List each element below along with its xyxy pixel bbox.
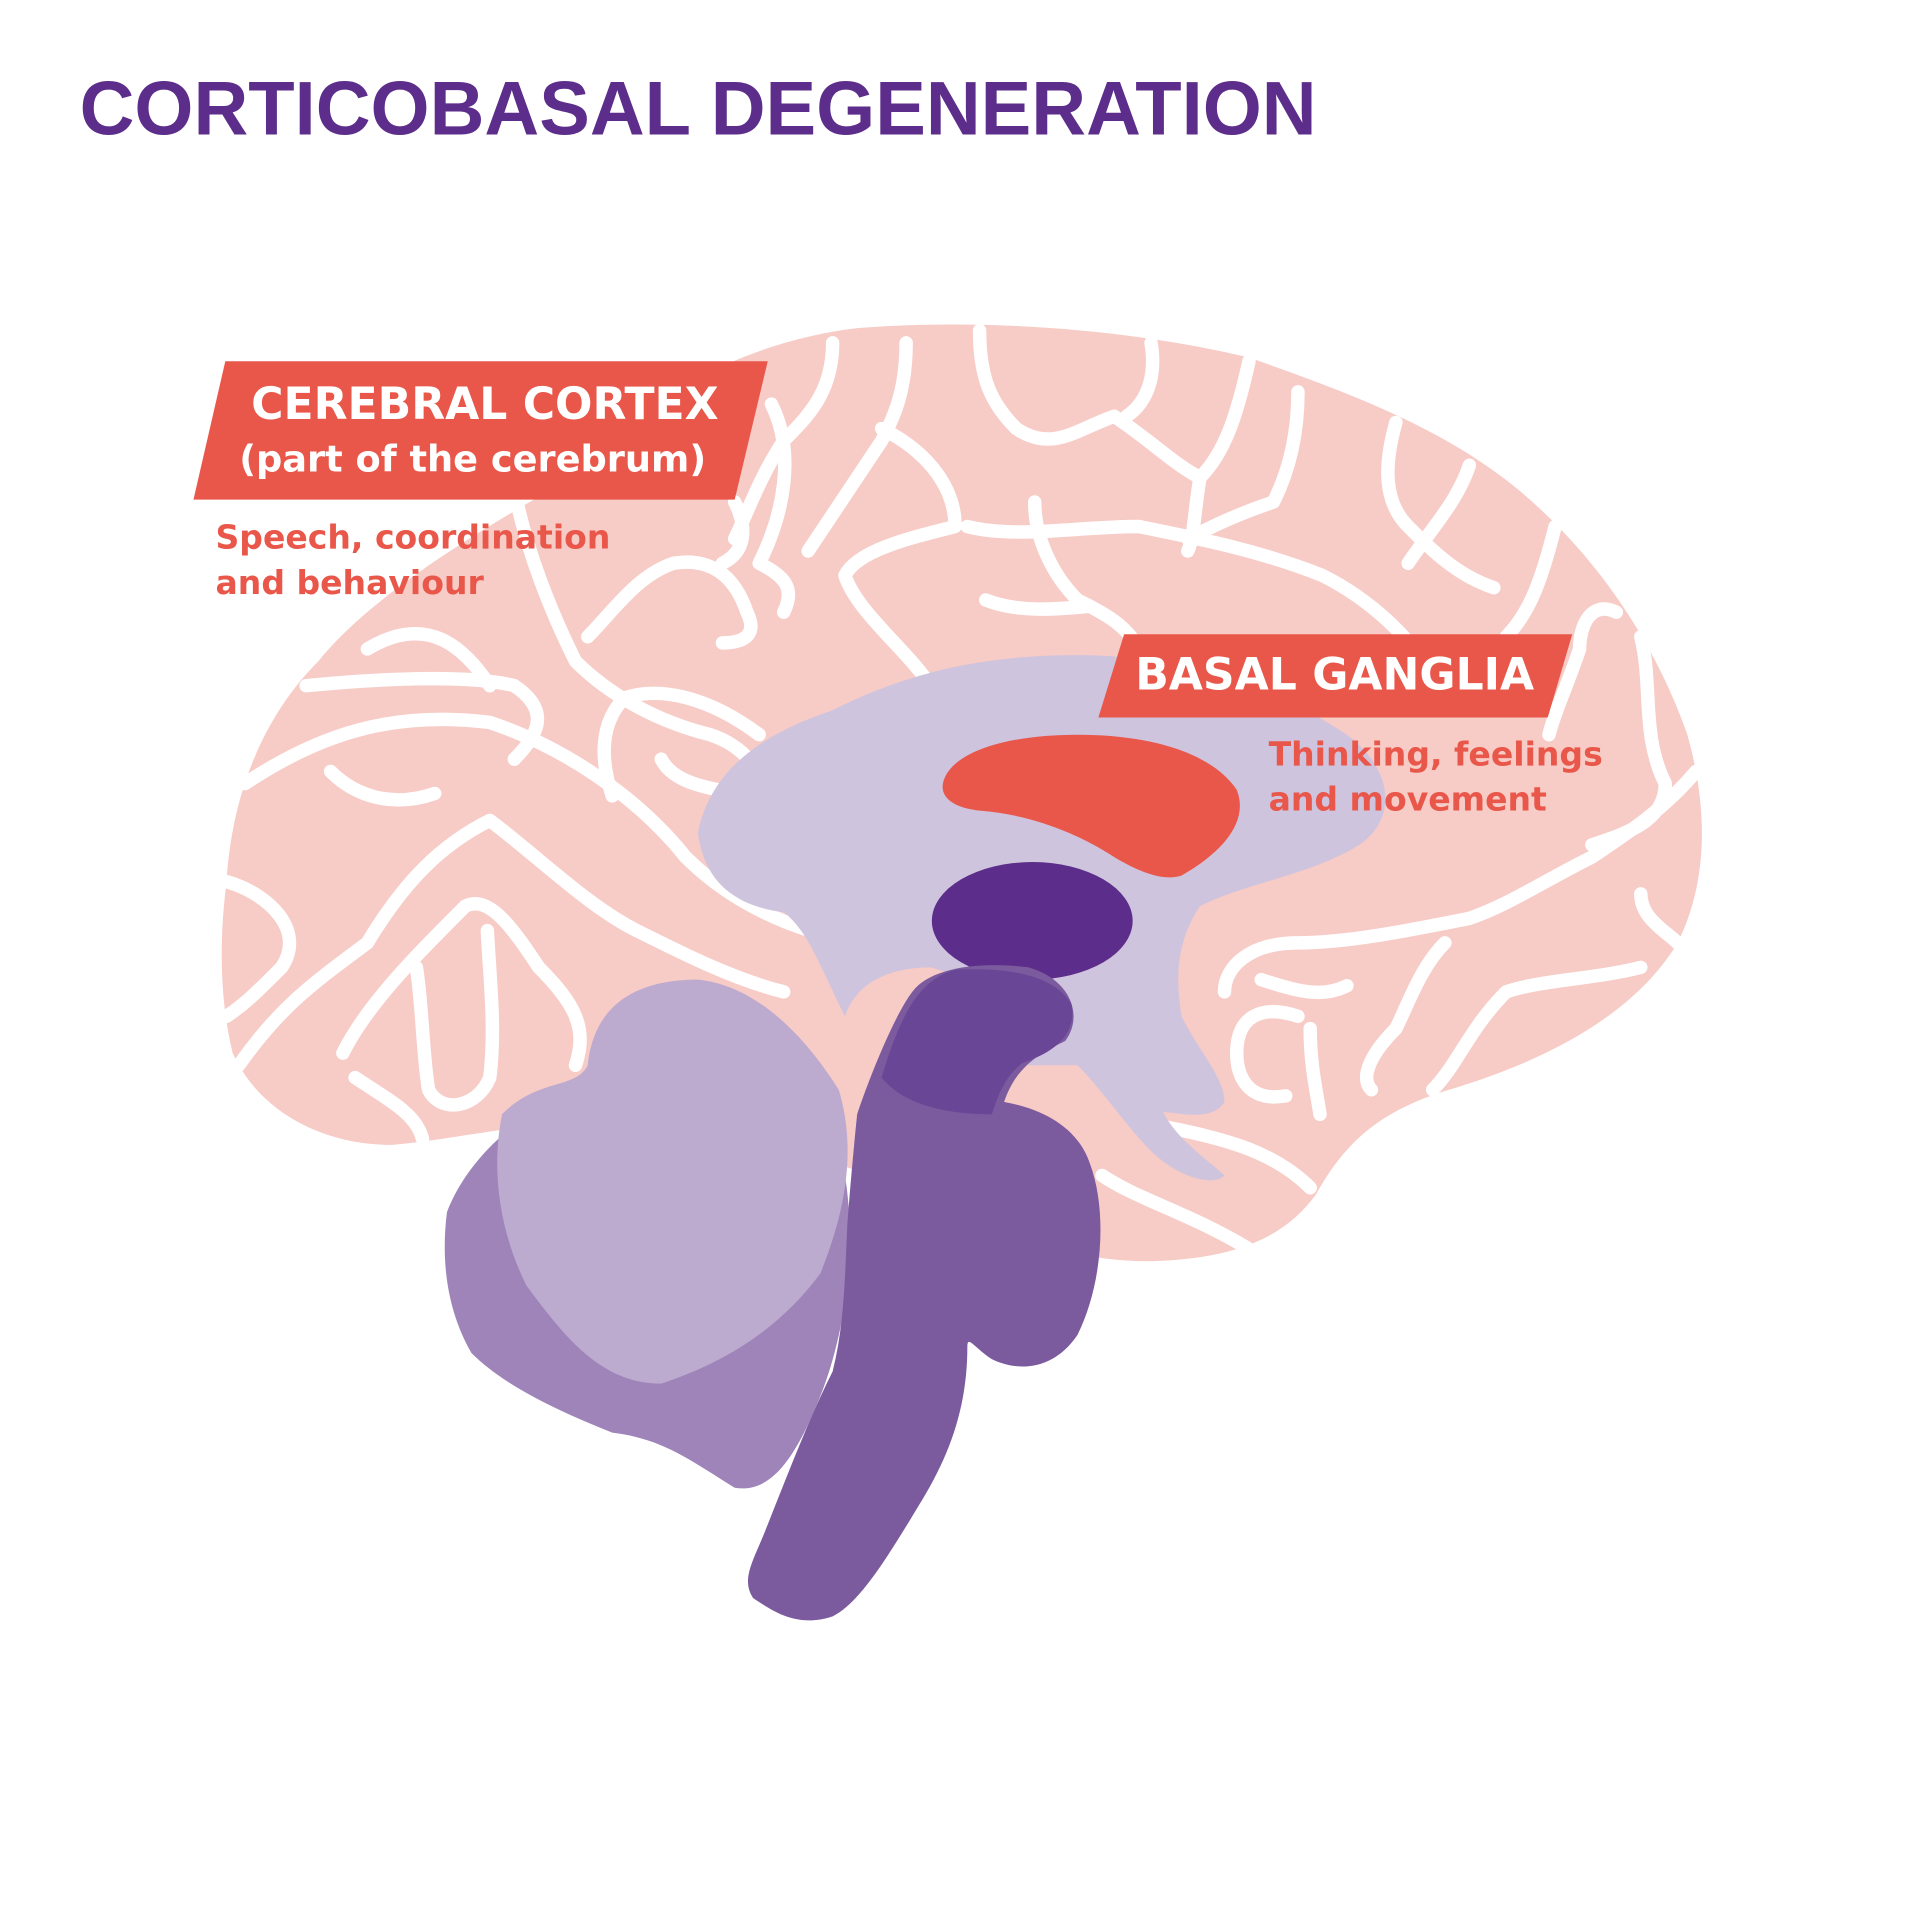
cerebral-cortex-banner: [193, 361, 768, 500]
cerebral-cortex-desc-2: and behaviour: [216, 563, 485, 602]
basal-ganglia-banner: [1098, 634, 1573, 718]
basal-ganglia-desc-1: Thinking, feelings: [1269, 734, 1603, 773]
brainstem: [747, 965, 1101, 1621]
cerebellum-inner: [497, 979, 848, 1384]
basal-ganglia-heading: BASAL GANGLIA: [1135, 649, 1534, 700]
cerebral-cortex-subheading: (part of the cerebrum): [239, 437, 706, 480]
cerebral-cortex-desc-1: Speech, coordination: [216, 518, 611, 557]
page-title: CORTICOBASAL DEGENERATION: [80, 67, 1317, 152]
cerebral-cortex-heading: CEREBRAL CORTEX: [251, 379, 719, 430]
basal-ganglia-desc-2: and movement: [1269, 780, 1547, 819]
cerebral-cortex-label: CEREBRAL CORTEX (part of the cerebrum) S…: [193, 361, 768, 602]
sulci-lines: [219, 323, 1703, 1256]
thalamus: [931, 862, 1133, 980]
pons: [881, 969, 1073, 1115]
basal-ganglia: [942, 734, 1240, 878]
basal-ganglia-label: BASAL GANGLIA Thinking, feelings and mov…: [1098, 634, 1603, 819]
